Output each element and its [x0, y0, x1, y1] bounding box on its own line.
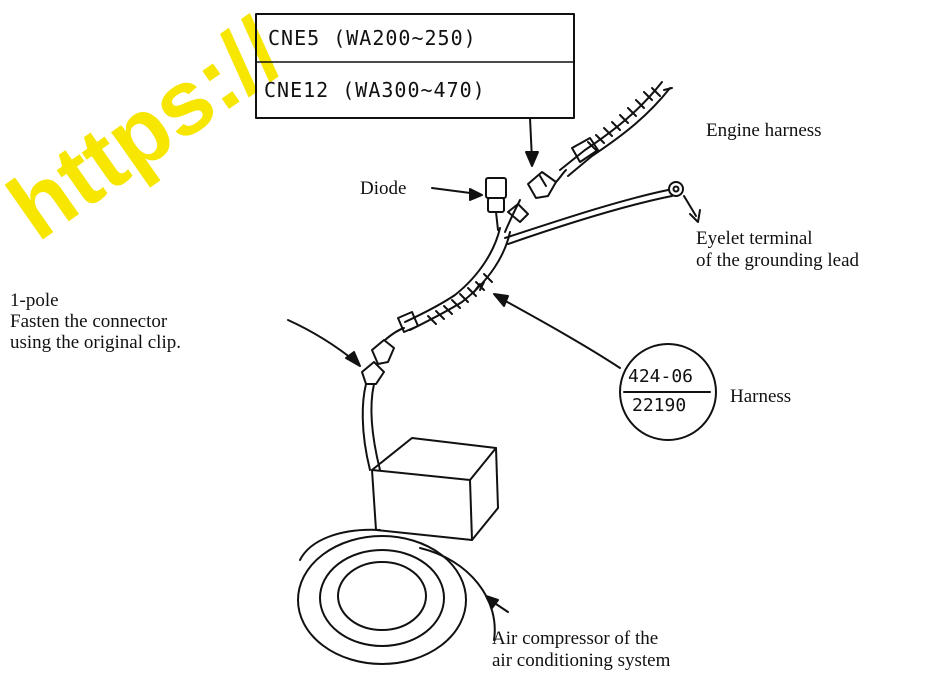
part-number-circle [619, 343, 717, 441]
connector-code-line2: CNE12 (WA300~470) [264, 78, 486, 102]
eyelet-terminal [668, 181, 684, 197]
air-compressor [297, 437, 499, 665]
label-compressor-line1: Air compressor of the [492, 628, 659, 649]
grounding-lead [504, 189, 669, 239]
diode-body [485, 177, 507, 199]
label-diode: Diode [360, 178, 407, 199]
label-pole-line2: Fasten the connector [10, 311, 168, 332]
label-compressor-line2: air conditioning system [492, 650, 671, 671]
compressor-wire [361, 383, 371, 471]
label-harness: Harness [730, 386, 792, 407]
label-pole-line1: 1-pole [10, 290, 59, 311]
label-eyelet-line1: Eyelet terminal [696, 228, 813, 249]
main-harness [404, 227, 501, 323]
label-engine-harness: Engine harness [706, 120, 822, 141]
connector-cne [527, 171, 557, 199]
label-eyelet-line2: of the grounding lead [696, 250, 860, 271]
harness-clip [397, 311, 419, 333]
engine-harness-wire [559, 81, 663, 171]
part-number-bottom: 22190 [632, 395, 687, 416]
part-number-top: 424-06 [628, 366, 694, 387]
one-pole-connector [371, 339, 395, 365]
connector-label-box [255, 13, 575, 119]
engine-harness-clip [571, 137, 599, 163]
connector-code-line1: CNE5 (WA200~250) [268, 26, 477, 50]
label-pole-line3: using the original clip. [10, 332, 181, 353]
